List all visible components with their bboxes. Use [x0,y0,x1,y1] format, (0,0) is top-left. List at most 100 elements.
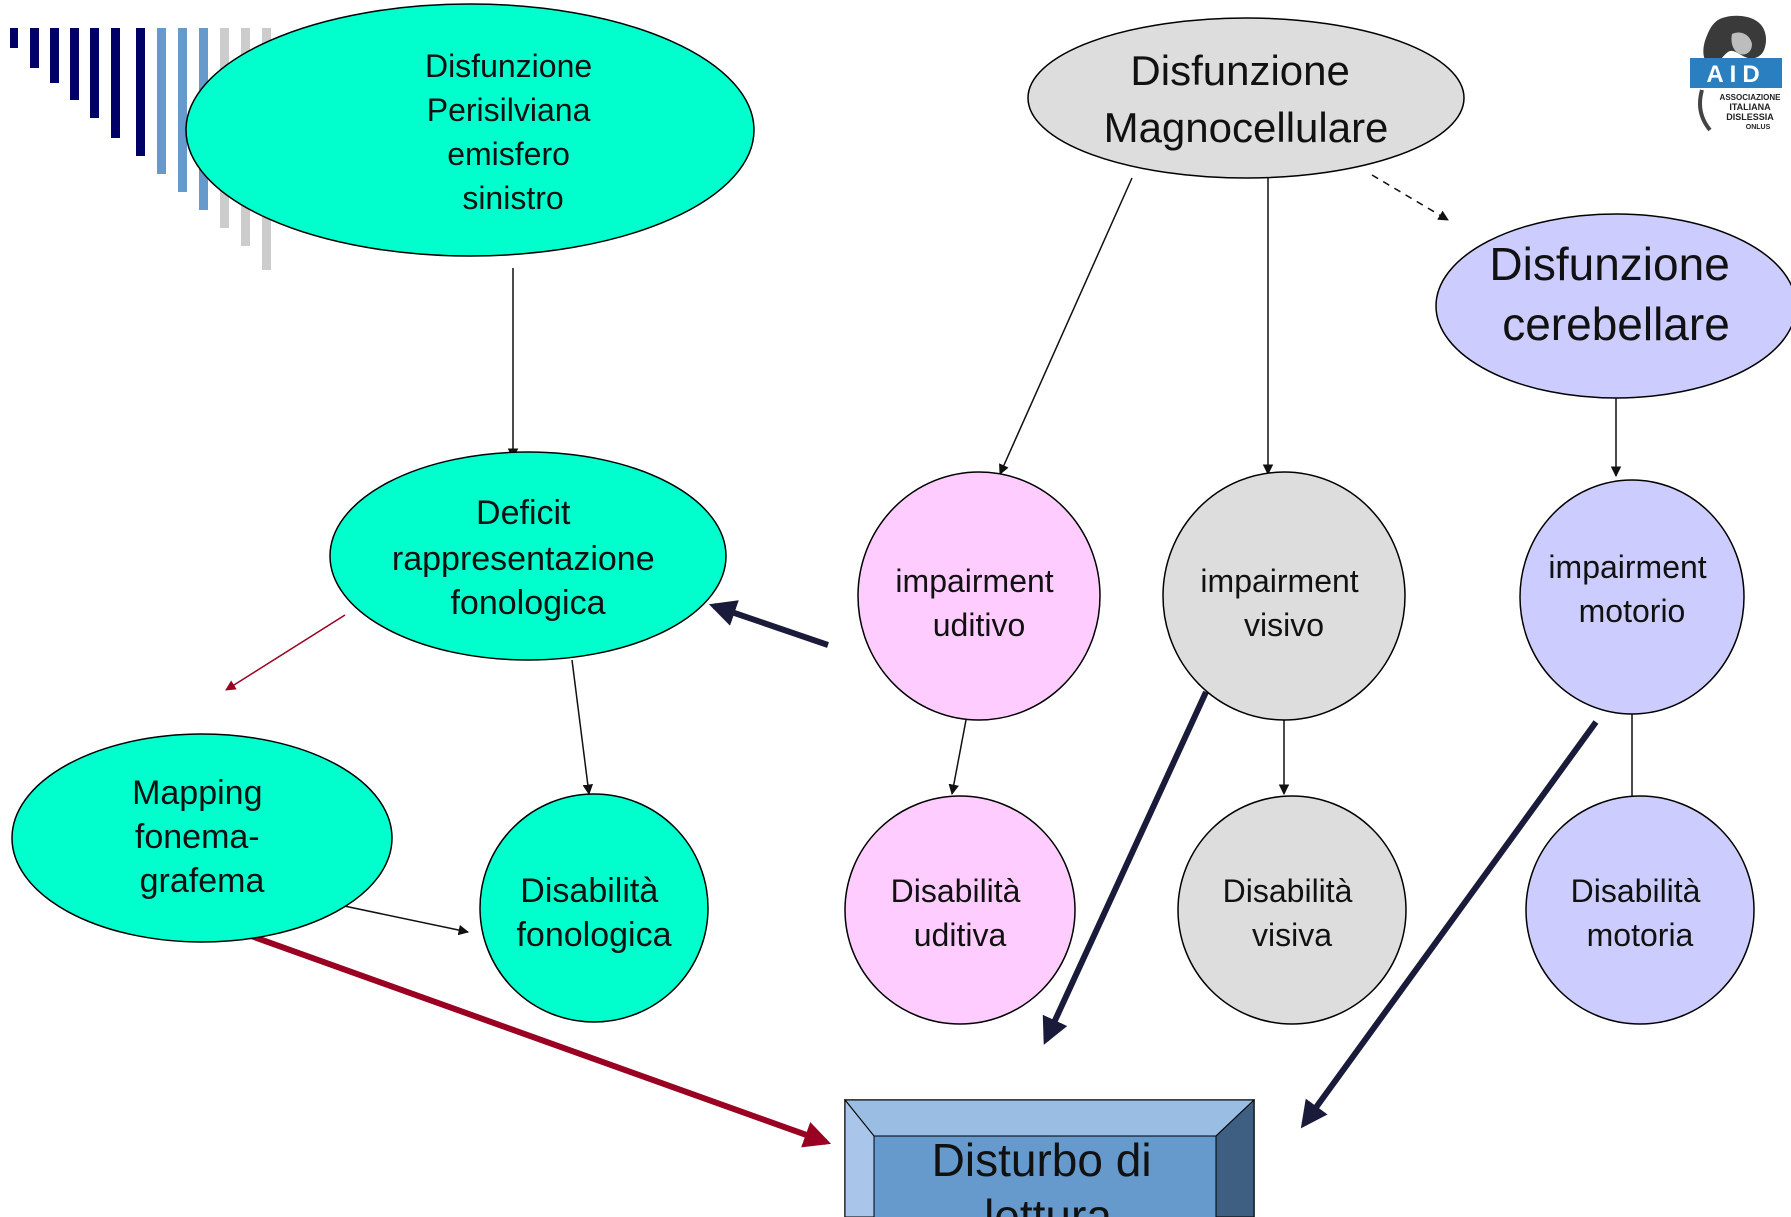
node-label-line: Disabilità [891,873,1021,909]
node-label-line: motoria [1587,917,1694,953]
node-shape [479,793,709,1023]
node-label-line: motorio [1579,593,1686,629]
aid-logo: AID ASSOCIAZIONE ITALIANA DISLESSIA ONLU… [1690,15,1782,132]
arrow-mapping-disfonologica [329,902,470,936]
node-label-line: impairment [895,563,1053,599]
bevel-top [843,1099,1256,1137]
arrow-deficit-mapping [225,614,346,691]
node-disturbo-lettura: Disturbo di lettura [843,1098,1256,1217]
node-label-line: Disabilità [1571,873,1701,909]
logo-text-line: DISLESSIA [1726,112,1774,122]
node-impairment-motorio: impairment motorio [1519,479,1745,715]
arrow-visivo-disturbo [1042,690,1209,1045]
node-label: Disabilità visiva [1223,873,1362,953]
stripe [157,28,166,174]
arrow-mapping-disturbo [238,929,832,1148]
node-label-line: Perisilviana [427,92,591,128]
node-label-line: Disfunzione [1489,238,1729,290]
node-label-line: impairment [1200,563,1358,599]
node-disabilita-fonologica: Disabilità fonologica [479,793,709,1023]
node-label-line: rappresentazione [392,540,655,578]
arrows [225,174,1638,1148]
node-label-line: visivo [1244,607,1324,643]
node-label: Deficit rappresentazione fonologica [392,494,664,622]
node-cerebellare: Disfunzione cerebellare [1435,213,1791,399]
node-impairment-visivo: impairment visivo [1162,471,1406,721]
node-label: Disturbo di lettura [932,1134,1165,1217]
stripe [178,28,187,192]
node-label-line: Disabilità [520,872,658,910]
node-label-line: fonologica [450,584,605,622]
node-label-line: impairment [1548,549,1706,585]
node-label: Mapping fonema- grafema [132,774,272,900]
node-label-line: Deficit [476,494,571,532]
arrow-magno-uditivo [999,177,1133,475]
node-label-line: cerebellare [1502,298,1730,350]
node-shape [1519,479,1745,715]
node-shape [329,451,727,661]
node-label: Disfunzione Perisilviana emisfero sinist… [425,48,601,216]
node-shape [1027,17,1465,179]
logo-letters: AID [1706,61,1765,88]
stripe [136,28,145,156]
node-label: Disabilità fonologica [516,872,671,954]
node-label: Disfunzione cerebellare [1489,238,1742,350]
node-shape [857,471,1101,721]
node-shape [1162,471,1406,721]
box-face [873,1135,1217,1217]
node-disabilita-motoria: Disabilità motoria [1525,795,1755,1025]
stripe [111,28,120,138]
node-label-line: Magnocellulare [1104,104,1389,151]
node-shape [1435,213,1791,399]
node-label-line: Disfunzione [1130,47,1349,94]
stripe [50,28,59,83]
node-label-line: uditiva [914,917,1007,953]
logo-text-line: ASSOCIAZIONE [1720,93,1782,102]
node-shape [1177,795,1407,1025]
stripe [90,28,99,118]
arrow-motorio-disturbo [1300,720,1599,1129]
logo-text-line: ONLUS [1746,124,1771,131]
node-label-line: uditivo [933,607,1026,643]
node-label: impairment motorio [1548,549,1715,629]
bevel-left [844,1098,875,1217]
logo-figure [1698,89,1712,132]
node-label: impairment visivo [1200,563,1367,643]
node-label-line: emisfero [447,136,570,172]
node-label-line: Disturbo di [932,1134,1152,1186]
logo-band [1690,58,1782,88]
node-label: impairment uditivo [895,563,1062,643]
arrow-uditivo-disuditiva [948,719,967,796]
node-label-line: Disfunzione [425,48,592,84]
logo-face [1731,32,1752,55]
stripe [70,28,79,100]
node-shape [1525,795,1755,1025]
node-label-line: grafema [140,862,265,900]
node-label-line: fonologica [516,916,671,954]
arrow-uditivo-deficit [708,600,829,648]
node-disabilita-uditiva: Disabilità uditiva [844,795,1076,1025]
bevel-right [1215,1098,1255,1217]
node-mapping: Mapping fonema- grafema [11,733,393,943]
node-label: Disabilità motoria [1571,873,1710,953]
node-label: Disabilità uditiva [891,873,1030,953]
node-shape [185,3,755,257]
node-label-line: visiva [1252,917,1332,953]
node-label-line: fonema- [135,818,260,856]
stripe [30,28,39,68]
arrow-deficit-disfonologica [571,659,594,796]
node-shape [844,795,1076,1025]
node-label: Disfunzione Magnocellulare [1104,47,1389,151]
node-label-line: lettura [984,1190,1112,1217]
node-perisilviana: Disfunzione Perisilviana emisfero sinist… [185,3,755,257]
node-magnocellulare: Disfunzione Magnocellulare [1027,17,1465,179]
arrow-magno-cerebellare [1371,174,1449,221]
node-label-line: sinistro [462,180,563,216]
node-label-line: Disabilità [1223,873,1353,909]
logo-text-line: ITALIANA [1729,102,1771,112]
stripe [10,28,18,48]
node-label-line: Mapping [132,774,262,812]
node-deficit: Deficit rappresentazione fonologica [329,451,727,661]
node-impairment-uditivo: impairment uditivo [857,471,1101,721]
